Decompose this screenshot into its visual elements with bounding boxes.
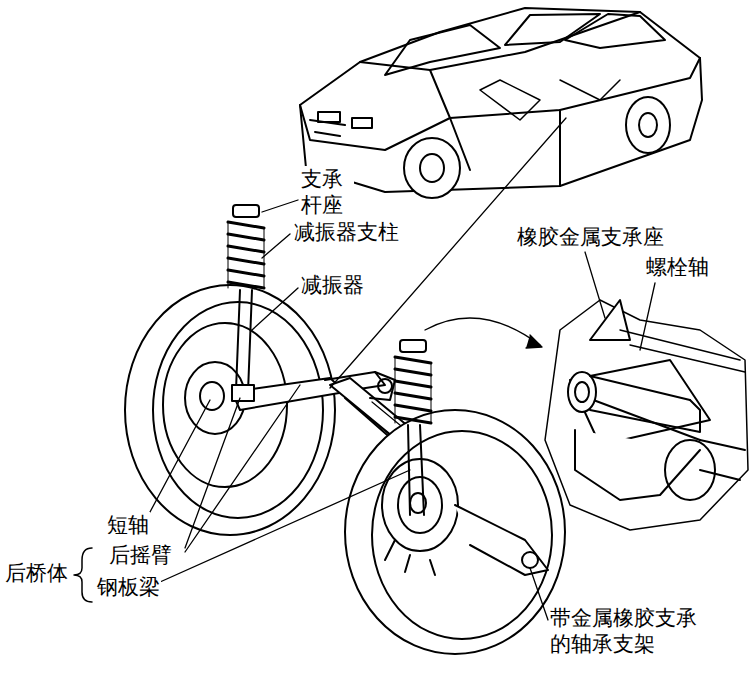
part-label: 支承 杆座 (300, 166, 354, 218)
part-label: 钢板梁 (96, 574, 161, 600)
leader-lines (150, 118, 655, 620)
part-label: 减振器 (300, 272, 365, 298)
group-label: 后桥体 (4, 560, 69, 586)
car-outline (300, 8, 702, 198)
right-wheel (345, 410, 565, 654)
part-label: 带金属橡胶支承 的轴承支架 (549, 605, 721, 657)
part-label: 螺栓轴 (645, 254, 710, 280)
right-shock-absorber (395, 340, 431, 515)
part-label: 橡胶金属支承座 (516, 224, 665, 250)
inset-detail (545, 300, 748, 530)
part-label: 后摇臂 (108, 542, 173, 568)
left-wheel (125, 285, 335, 535)
left-shock-absorber (228, 205, 264, 401)
part-label: 短轴 (106, 512, 150, 538)
part-label: 减振器支柱 (293, 219, 400, 245)
group-brace (74, 548, 92, 602)
